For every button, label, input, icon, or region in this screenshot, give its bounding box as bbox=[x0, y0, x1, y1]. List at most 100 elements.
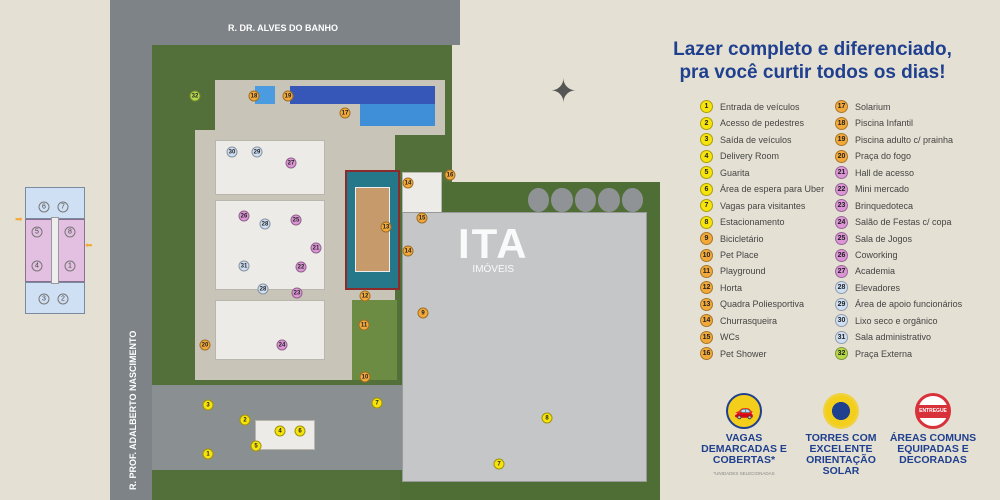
map-marker-5: 5 bbox=[250, 440, 262, 452]
legend-item: 29 Área de apoio funcionários bbox=[835, 297, 995, 311]
legend-number-badge: 32 bbox=[835, 347, 848, 361]
tower-floor-plan bbox=[25, 187, 85, 314]
legend-number-badge: 23 bbox=[835, 199, 848, 213]
legend-number-badge: 15 bbox=[700, 330, 713, 344]
kids-pool bbox=[255, 86, 275, 104]
map-marker-8: 8 bbox=[541, 412, 553, 424]
legend-label: Lixo seco e orgânico bbox=[855, 315, 938, 326]
map-marker-25: 25 bbox=[290, 214, 302, 226]
legend-label: Saída de veículos bbox=[720, 134, 792, 145]
map-marker-18: 18 bbox=[248, 90, 260, 102]
legend-label: Pet Place bbox=[720, 250, 759, 260]
legend-label: Delivery Room bbox=[720, 151, 780, 162]
map-marker-31: 31 bbox=[238, 260, 250, 272]
legend-label: Estacionamento bbox=[720, 217, 785, 228]
feature-equipped-common-areas: ENTREGUE ÁREAS COMUNS EQUIPADAS E DECORA… bbox=[883, 393, 983, 466]
legend-label: Entrada de veículos bbox=[720, 101, 800, 112]
legend-label: Bicicletário bbox=[720, 233, 764, 244]
map-marker-7: 7 bbox=[371, 397, 383, 409]
map-marker-24: 24 bbox=[276, 339, 288, 351]
entry-arrow-icon: ➡ bbox=[15, 214, 23, 224]
map-marker-2: 2 bbox=[239, 414, 251, 426]
compass-rose-icon: ✦ bbox=[550, 73, 577, 109]
legend-number-badge: 16 bbox=[700, 347, 713, 361]
map-marker-7: 7 bbox=[493, 458, 505, 470]
legend-label: Pet Shower bbox=[720, 348, 767, 359]
map-marker-12: 12 bbox=[359, 290, 371, 302]
legend-number-badge: 7 bbox=[700, 199, 713, 213]
beach-pool bbox=[360, 104, 435, 126]
map-marker-4: 4 bbox=[274, 425, 286, 437]
legend-label: Área de espera para Uber bbox=[720, 184, 825, 195]
map-marker-1: 1 bbox=[202, 448, 214, 460]
map-marker-10: 10 bbox=[359, 371, 371, 383]
tower-unit-number: 1 bbox=[64, 260, 76, 272]
map-marker-11: 11 bbox=[358, 319, 370, 331]
adult-pool bbox=[290, 86, 435, 104]
legend-item: 16 Pet Shower bbox=[700, 347, 835, 361]
map-marker-21: 21 bbox=[310, 242, 322, 254]
legend-item: 6 Área de espera para Uber bbox=[700, 182, 835, 196]
legend-label: Hall de acesso bbox=[855, 167, 915, 178]
legend-number-badge: 26 bbox=[835, 248, 848, 262]
tower-unit-number: 7 bbox=[57, 201, 69, 213]
tower-unit-number: 5 bbox=[31, 226, 43, 238]
legend-number-badge: 21 bbox=[835, 166, 848, 180]
legend-label: Playground bbox=[720, 266, 766, 277]
legend-number-badge: 12 bbox=[700, 281, 713, 295]
map-marker-14: 14 bbox=[402, 177, 414, 189]
map-marker-20: 20 bbox=[199, 339, 211, 351]
left-street bbox=[110, 0, 152, 500]
legend-number-badge: 20 bbox=[835, 149, 848, 163]
legend-label: Área de apoio funcionários bbox=[855, 299, 963, 310]
legend-label: Churrasqueira bbox=[720, 315, 778, 326]
car-parking-icon: 🚗 bbox=[726, 393, 762, 429]
legend-number-badge: 6 bbox=[700, 182, 713, 196]
legend-label: Piscina Infantil bbox=[855, 118, 914, 129]
feature-solar-orientation: TORRES COM EXCELENTE ORIENTAÇÃO SOLAR bbox=[791, 393, 891, 477]
legend-item: 26 Coworking bbox=[835, 248, 995, 262]
legend-number-badge: 8 bbox=[700, 215, 713, 229]
legend-number-badge: 25 bbox=[835, 232, 848, 246]
tower-unit-number: 4 bbox=[31, 260, 43, 272]
legend-number-badge: 5 bbox=[700, 166, 713, 180]
parking-deck bbox=[402, 212, 647, 482]
legend-number-badge: 1 bbox=[700, 100, 713, 114]
legend-label: Brinquedoteca bbox=[855, 200, 914, 211]
map-marker-22: 22 bbox=[295, 261, 307, 273]
legend-label: Vagas para visitantes bbox=[720, 200, 806, 211]
legend-label: Praça do fogo bbox=[855, 151, 912, 162]
legend-number-badge: 3 bbox=[700, 133, 713, 147]
tower-unit-number: 3 bbox=[38, 293, 50, 305]
map-marker-27: 27 bbox=[285, 157, 297, 169]
entry-arrow-icon: ⬅ bbox=[85, 240, 93, 250]
ita-watermark: ITA IMÓVEIS bbox=[458, 220, 529, 275]
map-marker-23: 23 bbox=[291, 287, 303, 299]
sports-court bbox=[345, 170, 400, 290]
map-marker-15: 15 bbox=[416, 212, 428, 224]
legend-label: Sala administrativo bbox=[855, 332, 932, 343]
legend-label: WCs bbox=[720, 332, 740, 343]
map-marker-14: 14 bbox=[402, 245, 414, 257]
legend-label: Coworking bbox=[855, 250, 898, 260]
legend-number-badge: 28 bbox=[835, 281, 848, 295]
legend-number-badge: 29 bbox=[835, 297, 848, 311]
legend-label: Acesso de pedestres bbox=[720, 118, 805, 129]
legend-number-badge: 17 bbox=[835, 100, 848, 114]
legend-number-badge: 13 bbox=[700, 297, 713, 311]
legend-number-badge: 11 bbox=[700, 264, 713, 278]
tower-unit-number: 6 bbox=[38, 201, 50, 213]
